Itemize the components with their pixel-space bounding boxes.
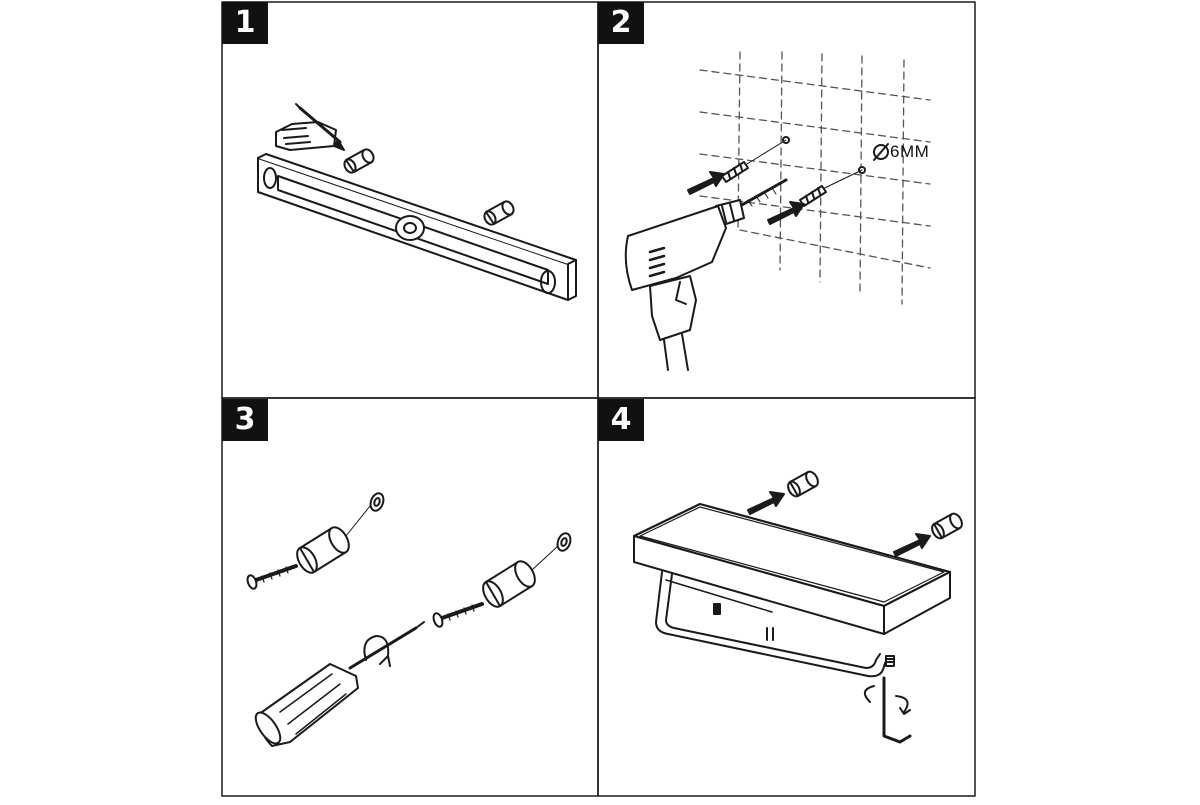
wall-anchor-icon	[482, 545, 559, 608]
screw-icon	[432, 602, 484, 628]
step-number-badge: 1	[222, 2, 268, 44]
diameter-icon	[873, 143, 889, 161]
allen-key-icon	[863, 676, 912, 744]
wall-anchor-icon	[787, 470, 819, 498]
pencil-hand-icon	[275, 103, 345, 151]
wall-tile-grid	[699, 51, 931, 305]
insert-arrow-icon	[893, 533, 931, 557]
panel-4-frame	[597, 397, 976, 797]
wall-anchor-icon	[721, 161, 749, 183]
insert-arrow-icon	[747, 491, 785, 515]
step-number-badge: 3	[222, 399, 268, 441]
screwdriver-icon	[254, 621, 425, 747]
step-number-badge: 4	[598, 399, 644, 441]
drill-size-label: 6MM	[890, 142, 930, 161]
power-drill-icon	[624, 178, 788, 371]
step-number-badge: 2	[598, 2, 644, 44]
wall-anchor-icon	[343, 148, 375, 174]
wall-anchor-icon	[483, 200, 515, 226]
wall-anchor-icon	[296, 505, 371, 574]
washer-icon	[369, 492, 385, 512]
wall-anchor-icon	[931, 512, 963, 540]
washer-icon	[556, 532, 572, 552]
insert-arrow-icon	[767, 201, 805, 225]
set-screw-icon	[713, 603, 895, 667]
toilet-paper-bar	[655, 571, 889, 678]
paper-holder-shelf	[632, 502, 952, 635]
screw-icon	[246, 564, 298, 590]
panel-2-frame	[597, 1, 976, 399]
insert-arrow-icon	[687, 171, 725, 195]
spirit-level-illustration	[257, 153, 577, 301]
